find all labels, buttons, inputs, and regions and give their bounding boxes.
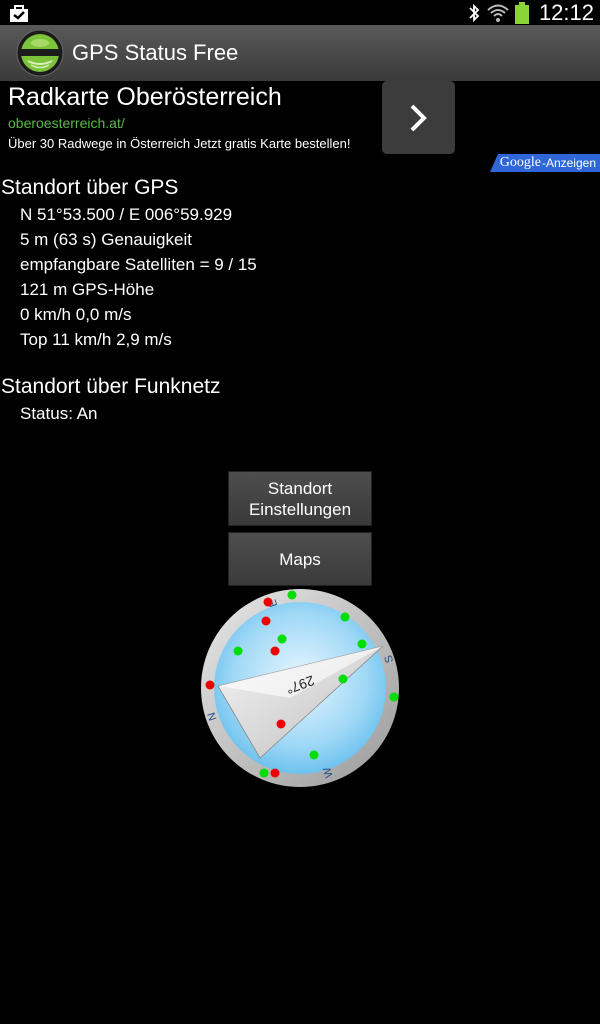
gps-satellites: empfangbare Satelliten = 9 / 15 — [20, 255, 257, 274]
ad-url[interactable]: oberoesterreich.at/ — [8, 115, 125, 131]
compass-label-north: N — [206, 711, 220, 722]
satellite-unused — [205, 680, 215, 690]
app-title: GPS Status Free — [72, 40, 239, 65]
satellite-unused — [270, 646, 280, 656]
location-settings-button[interactable]: Standort Einstellungen — [228, 471, 372, 526]
satellite-unused — [261, 616, 271, 626]
compass-rose: N E S W — [206, 598, 397, 779]
satellite-unused — [263, 597, 273, 607]
gps-accuracy: 5 m (63 s) Genauigkeit — [20, 230, 192, 249]
maps-label: Maps — [279, 549, 321, 569]
wifi-icon — [487, 4, 509, 22]
bluetooth-icon — [469, 3, 480, 22]
compass-label-west: W — [321, 765, 336, 779]
satellite-used — [259, 768, 269, 778]
satellite-used — [357, 639, 367, 649]
network-status: Status: An — [20, 404, 98, 423]
ad-description[interactable]: Über 30 Radwege in Österreich Jetzt grat… — [8, 136, 351, 151]
satellite-unused — [270, 768, 280, 778]
gps-top-speed: Top 11 km/h 2,9 m/s — [20, 330, 172, 349]
chevron-right-icon — [410, 104, 427, 131]
compass-label-south: S — [383, 654, 397, 665]
compass-needle-highlight — [218, 646, 383, 698]
google-label: Google — [499, 155, 541, 170]
satellite-used — [340, 612, 350, 622]
satellite-used — [338, 674, 348, 684]
ad-headline[interactable]: Radkarte Oberösterreich — [8, 83, 282, 111]
maps-button[interactable]: Maps — [228, 532, 372, 586]
gps-altitude: 121 m GPS-Höhe — [20, 280, 155, 299]
action-bar: GPS Status Free — [0, 25, 600, 82]
ads-label: -Anzeigen — [541, 156, 596, 170]
network-section-title: Standort über Funknetz — [1, 375, 221, 398]
gps-app-icon[interactable] — [16, 29, 64, 77]
location-settings-label-line2: Einstellungen — [248, 499, 352, 519]
clock: 12:12 — [538, 0, 594, 25]
status-bar: 12:12 — [0, 0, 600, 25]
ad-open-button[interactable] — [382, 81, 455, 154]
location-settings-label-line1: Standort — [267, 478, 333, 498]
gps-coordinates: N 51°53.500 / E 006°59.929 — [20, 205, 233, 224]
satellite-used — [287, 590, 297, 600]
compass-label-east: E — [267, 598, 281, 609]
satellite-used — [277, 634, 287, 644]
gps-speed: 0 km/h 0,0 m/s — [20, 305, 132, 324]
battery-icon — [514, 1, 529, 24]
satellite-unused — [276, 719, 286, 729]
satellite-used — [233, 646, 243, 656]
google-ads-badge[interactable]: Google -Anzeigen — [490, 154, 600, 172]
bag-check-icon — [10, 5, 28, 22]
compass-dial[interactable]: N E S W 297° — [200, 588, 400, 788]
gps-section-title: Standort über GPS — [1, 176, 179, 199]
satellite-used — [389, 692, 399, 702]
ad-banner[interactable]: Radkarte Oberösterreich oberoesterreich.… — [0, 81, 600, 172]
satellite-used — [309, 750, 319, 760]
